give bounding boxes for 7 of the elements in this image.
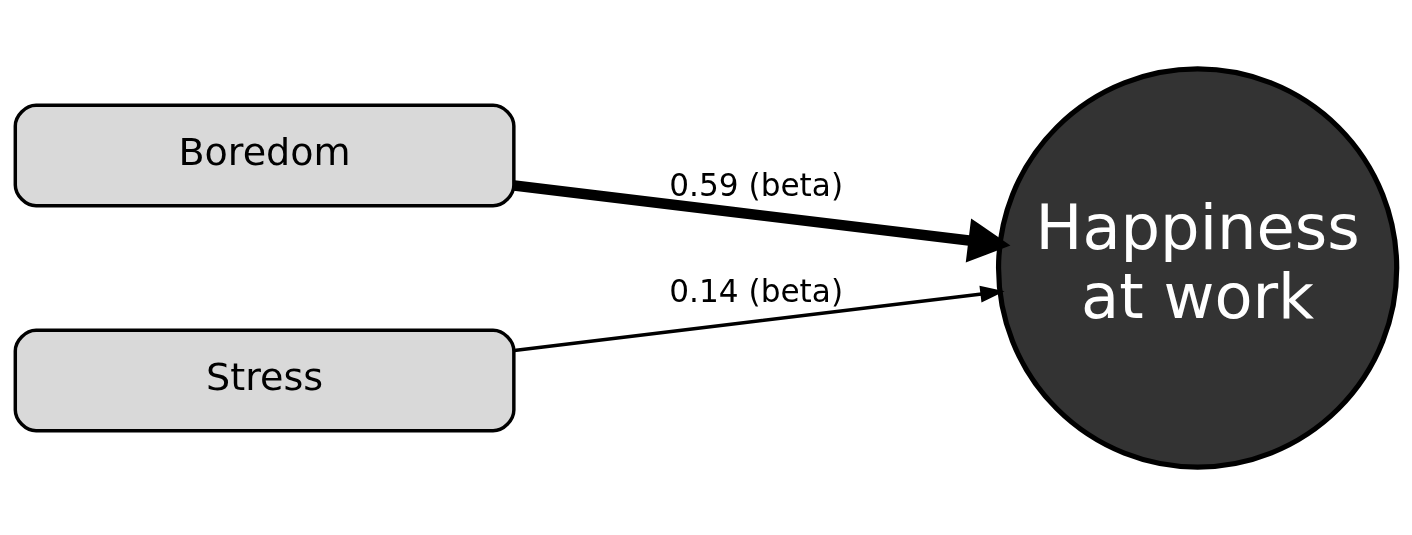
arrow (514, 285, 1005, 352)
node-circle: Happiness at work (995, 65, 1400, 470)
edge-label: 0.59 (beta) (669, 166, 844, 203)
edge-label: 0.14 (beta) (669, 272, 844, 309)
node-box: Stress (13, 328, 516, 432)
arrow (513, 179, 1011, 263)
node-box: Boredom (13, 103, 516, 207)
